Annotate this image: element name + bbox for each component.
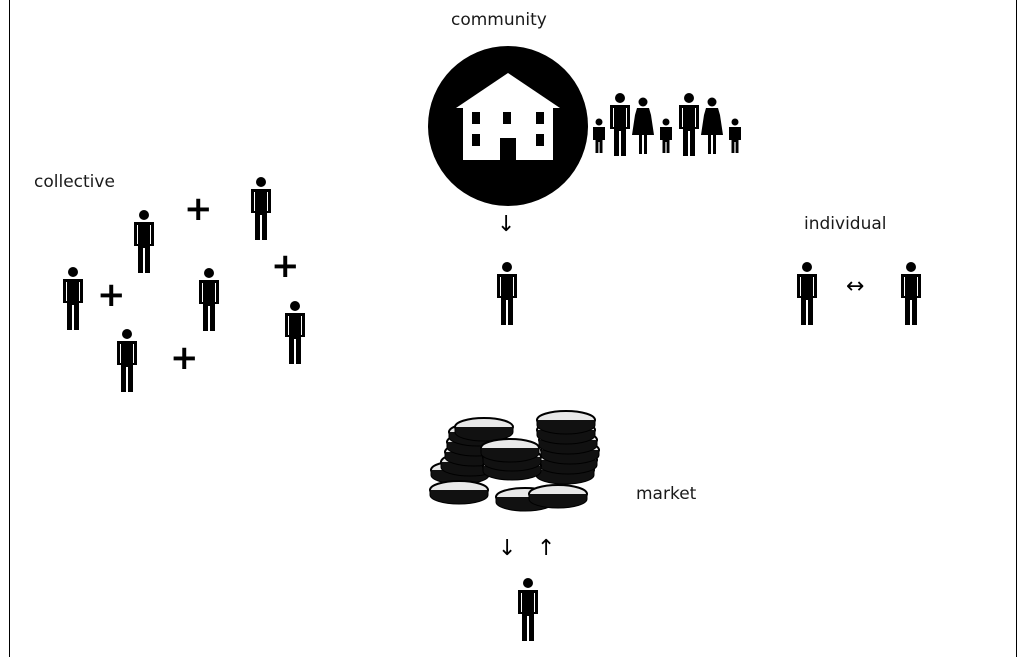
person-icon xyxy=(134,210,154,273)
person-icon xyxy=(518,578,538,641)
community-label: community xyxy=(451,10,547,30)
person-icon xyxy=(63,267,83,330)
frame-right-border xyxy=(1016,0,1017,657)
plus-sign: + xyxy=(97,275,126,315)
house-icon xyxy=(428,46,588,206)
arrow-down-community: ↓ xyxy=(497,212,516,237)
individual-label: individual xyxy=(804,214,887,234)
person-icon xyxy=(199,268,219,331)
person-icon xyxy=(497,262,517,325)
person-icon xyxy=(117,329,137,392)
coins-icon xyxy=(429,410,600,512)
person-icon xyxy=(797,262,817,325)
plus-sign: + xyxy=(170,338,199,378)
person-icon xyxy=(251,177,271,240)
arrow-both-individual: ↔ xyxy=(846,274,865,299)
arrow-up-market: ↑ xyxy=(537,536,556,561)
family-icon xyxy=(593,93,741,156)
person-icon xyxy=(901,262,921,325)
market-label: market xyxy=(636,484,697,504)
person-icon xyxy=(285,301,305,364)
collective-label: collective xyxy=(34,172,115,192)
plus-sign: + xyxy=(271,246,300,286)
plus-sign: + xyxy=(184,189,213,229)
frame-left-border xyxy=(9,0,10,657)
arrow-down-market: ↓ xyxy=(498,536,517,561)
